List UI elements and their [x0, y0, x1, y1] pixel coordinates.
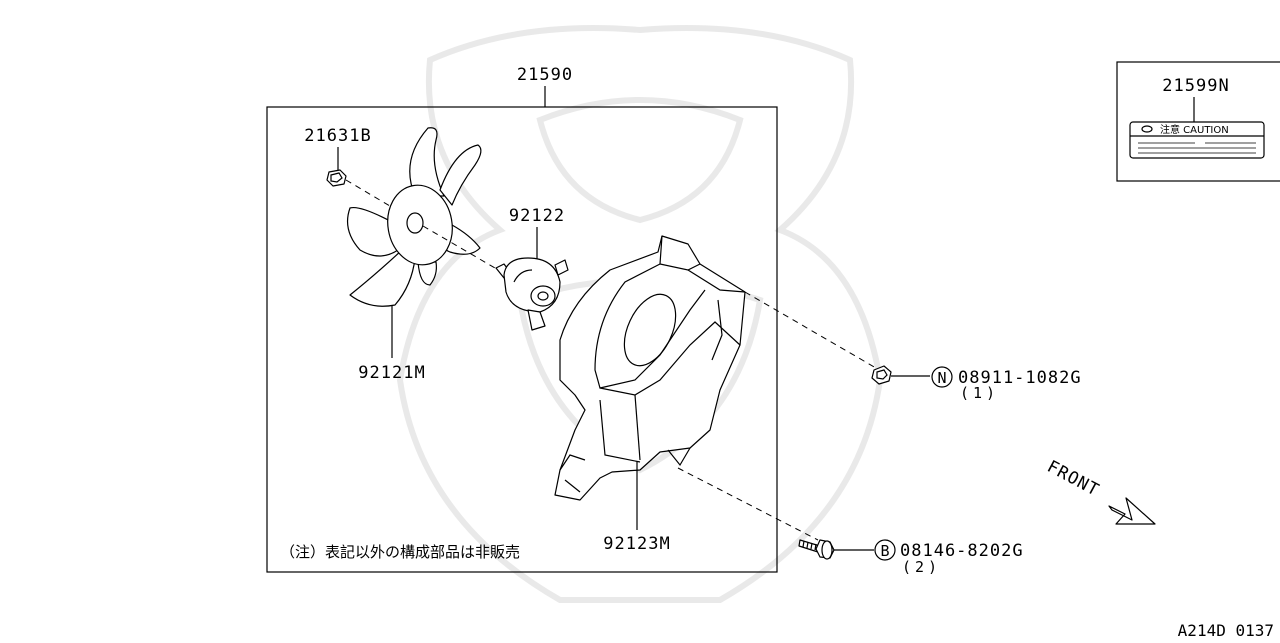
fastener-label-08146[interactable]: 08146-8202G [900, 541, 1024, 561]
front-arrow-icon [1108, 497, 1156, 525]
dash-fan-to-motor [422, 225, 496, 269]
part-label-21599n[interactable]: 21599N [1162, 76, 1229, 96]
part-label-21631b[interactable]: 21631B [304, 126, 371, 146]
figure-id: A214D 0137 [1178, 621, 1274, 639]
part-label-92122[interactable]: 92122 [509, 206, 565, 226]
assembly-frame [266, 106, 778, 573]
fan-shroud-icon [554, 235, 746, 501]
dash-shroud-to-bolt [677, 467, 819, 541]
nut-icon [326, 169, 347, 187]
group-label[interactable]: 21590 [517, 65, 573, 85]
symbol-b: B [880, 542, 889, 560]
fastener-label-08911[interactable]: 08911-1082G [958, 368, 1082, 388]
bolt-icon [798, 539, 835, 560]
symbol-b-badge: B [874, 539, 896, 561]
label-inset-frame [1116, 61, 1280, 182]
fan-motor-icon [495, 257, 569, 331]
fan-blade-icon [347, 127, 482, 307]
symbol-n: N [937, 369, 946, 387]
front-direction-label: FRONT [1044, 457, 1103, 501]
hex-nut-icon [871, 365, 892, 385]
symbol-n-badge: N [931, 366, 953, 388]
note-text: （注）表記以外の構成部品は非販売 [280, 543, 520, 561]
part-label-92123m[interactable]: 92123M [603, 534, 670, 554]
fastener-qty-08146: (2) [902, 558, 941, 576]
caution-label-text: 注意 CAUTION [1160, 123, 1229, 136]
fastener-qty-08911: (1) [960, 384, 999, 402]
caution-label-icon: 注意 CAUTION [1129, 121, 1265, 159]
part-label-92121m[interactable]: 92121M [358, 363, 425, 383]
dash-shroud-to-nut [744, 291, 877, 369]
